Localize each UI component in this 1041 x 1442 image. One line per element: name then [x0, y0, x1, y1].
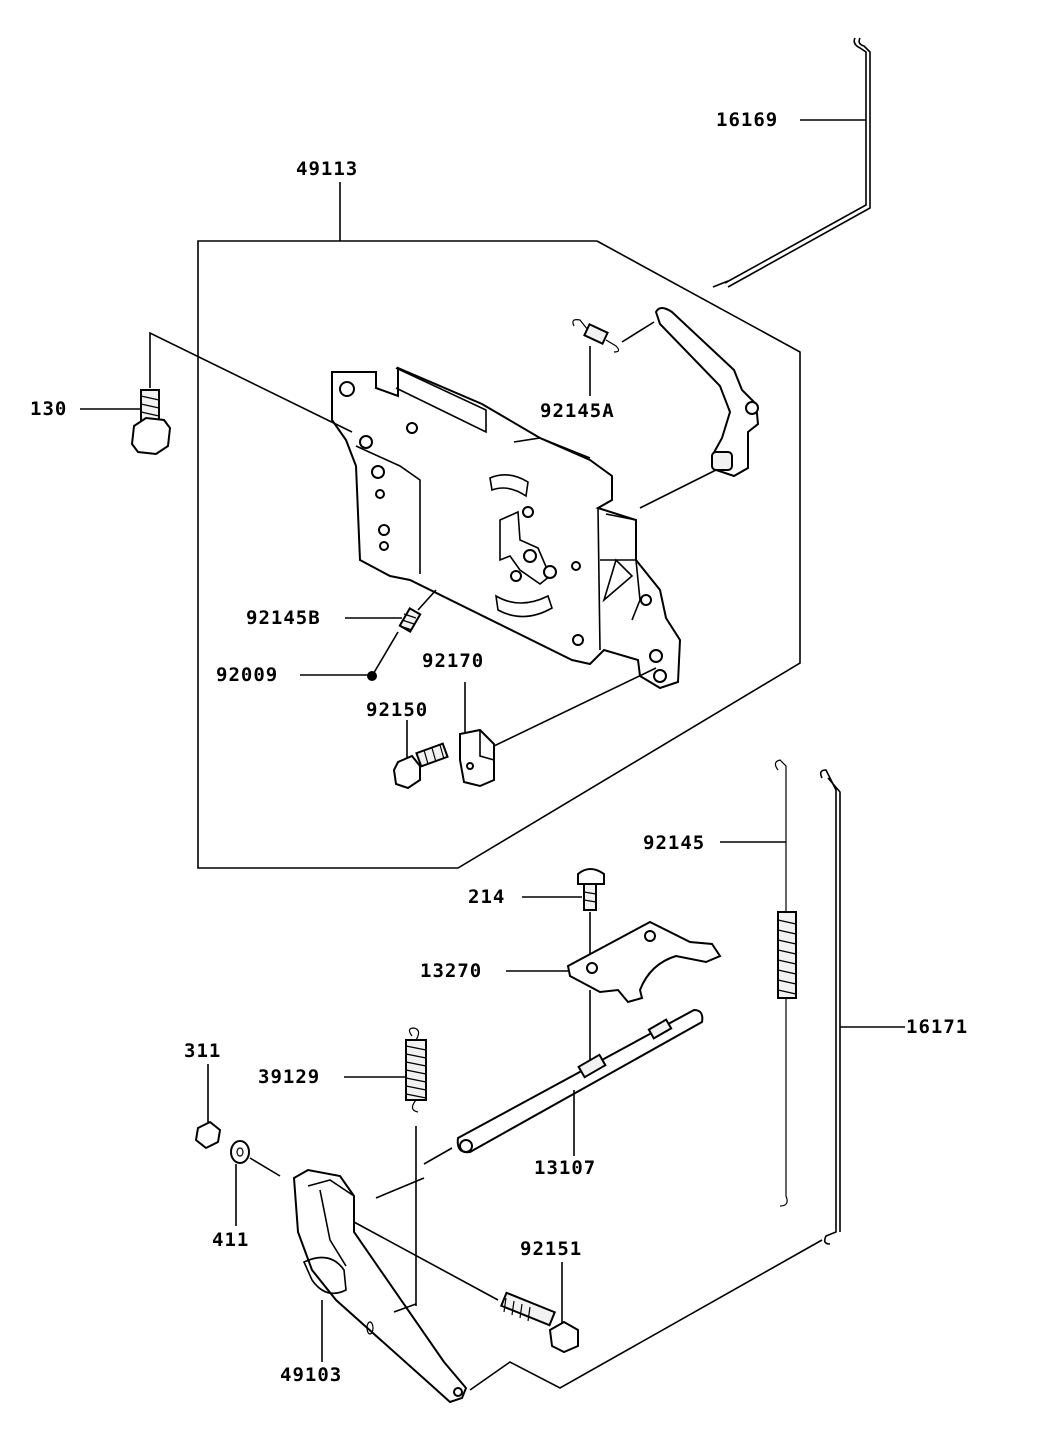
- label-411: 411: [212, 1229, 250, 1251]
- lever-49103: [292, 1168, 468, 1404]
- dash-13107: [423, 1147, 453, 1165]
- dash-130: [149, 331, 353, 433]
- label-92009: 92009: [216, 664, 279, 686]
- shaft-13107: [456, 1008, 704, 1154]
- clip-92170: [459, 728, 495, 788]
- label-49113: 49113: [296, 158, 359, 180]
- dash-92145B: [417, 589, 437, 611]
- screw-92009: [367, 631, 399, 681]
- dash-lever-plate-link: [393, 1303, 417, 1313]
- label-92151: 92151: [520, 1238, 583, 1260]
- label-311: 311: [184, 1040, 222, 1062]
- assembly-49113-outline: [197, 240, 801, 869]
- rod-16169: [712, 37, 871, 288]
- label-39129: 39129: [258, 1066, 321, 1088]
- label-214: 214: [468, 886, 506, 908]
- control-plate: [331, 366, 682, 690]
- dash-92151: [353, 1221, 499, 1301]
- label-92145B: 92145B: [246, 607, 321, 629]
- dash-92145A: [621, 321, 655, 343]
- nut-311: [194, 1120, 222, 1150]
- label-92170: 92170: [422, 650, 485, 672]
- screw-214: [577, 868, 605, 911]
- label-16169: 16169: [716, 109, 779, 131]
- spring-92145A: [572, 319, 620, 353]
- throttle-lever: [654, 307, 760, 478]
- label-49103: 49103: [280, 1364, 343, 1386]
- bolt-92151: [499, 1291, 579, 1354]
- dash-49103: [375, 1177, 425, 1199]
- spring-92145B: [398, 606, 422, 634]
- bracket-13270: [566, 920, 722, 1004]
- dash-16171: [469, 1239, 823, 1391]
- rod-16171: [819, 769, 841, 1245]
- label-92145A: 92145A: [540, 400, 615, 422]
- dash-92170: [493, 667, 657, 747]
- dash-lever-plate: [639, 469, 717, 509]
- spring-92145: [774, 759, 797, 1207]
- label-13270: 13270: [420, 960, 483, 982]
- label-13107: 13107: [534, 1157, 597, 1179]
- spring-39129: [405, 1027, 427, 1113]
- dash-411: [249, 1157, 281, 1177]
- label-130: 130: [30, 398, 68, 420]
- label-92150: 92150: [366, 699, 429, 721]
- label-92145: 92145: [643, 832, 706, 854]
- label-16171: 16171: [906, 1016, 969, 1038]
- washer-411: [230, 1140, 250, 1164]
- bolt-92150: [392, 742, 449, 790]
- bolt-130: [130, 389, 172, 456]
